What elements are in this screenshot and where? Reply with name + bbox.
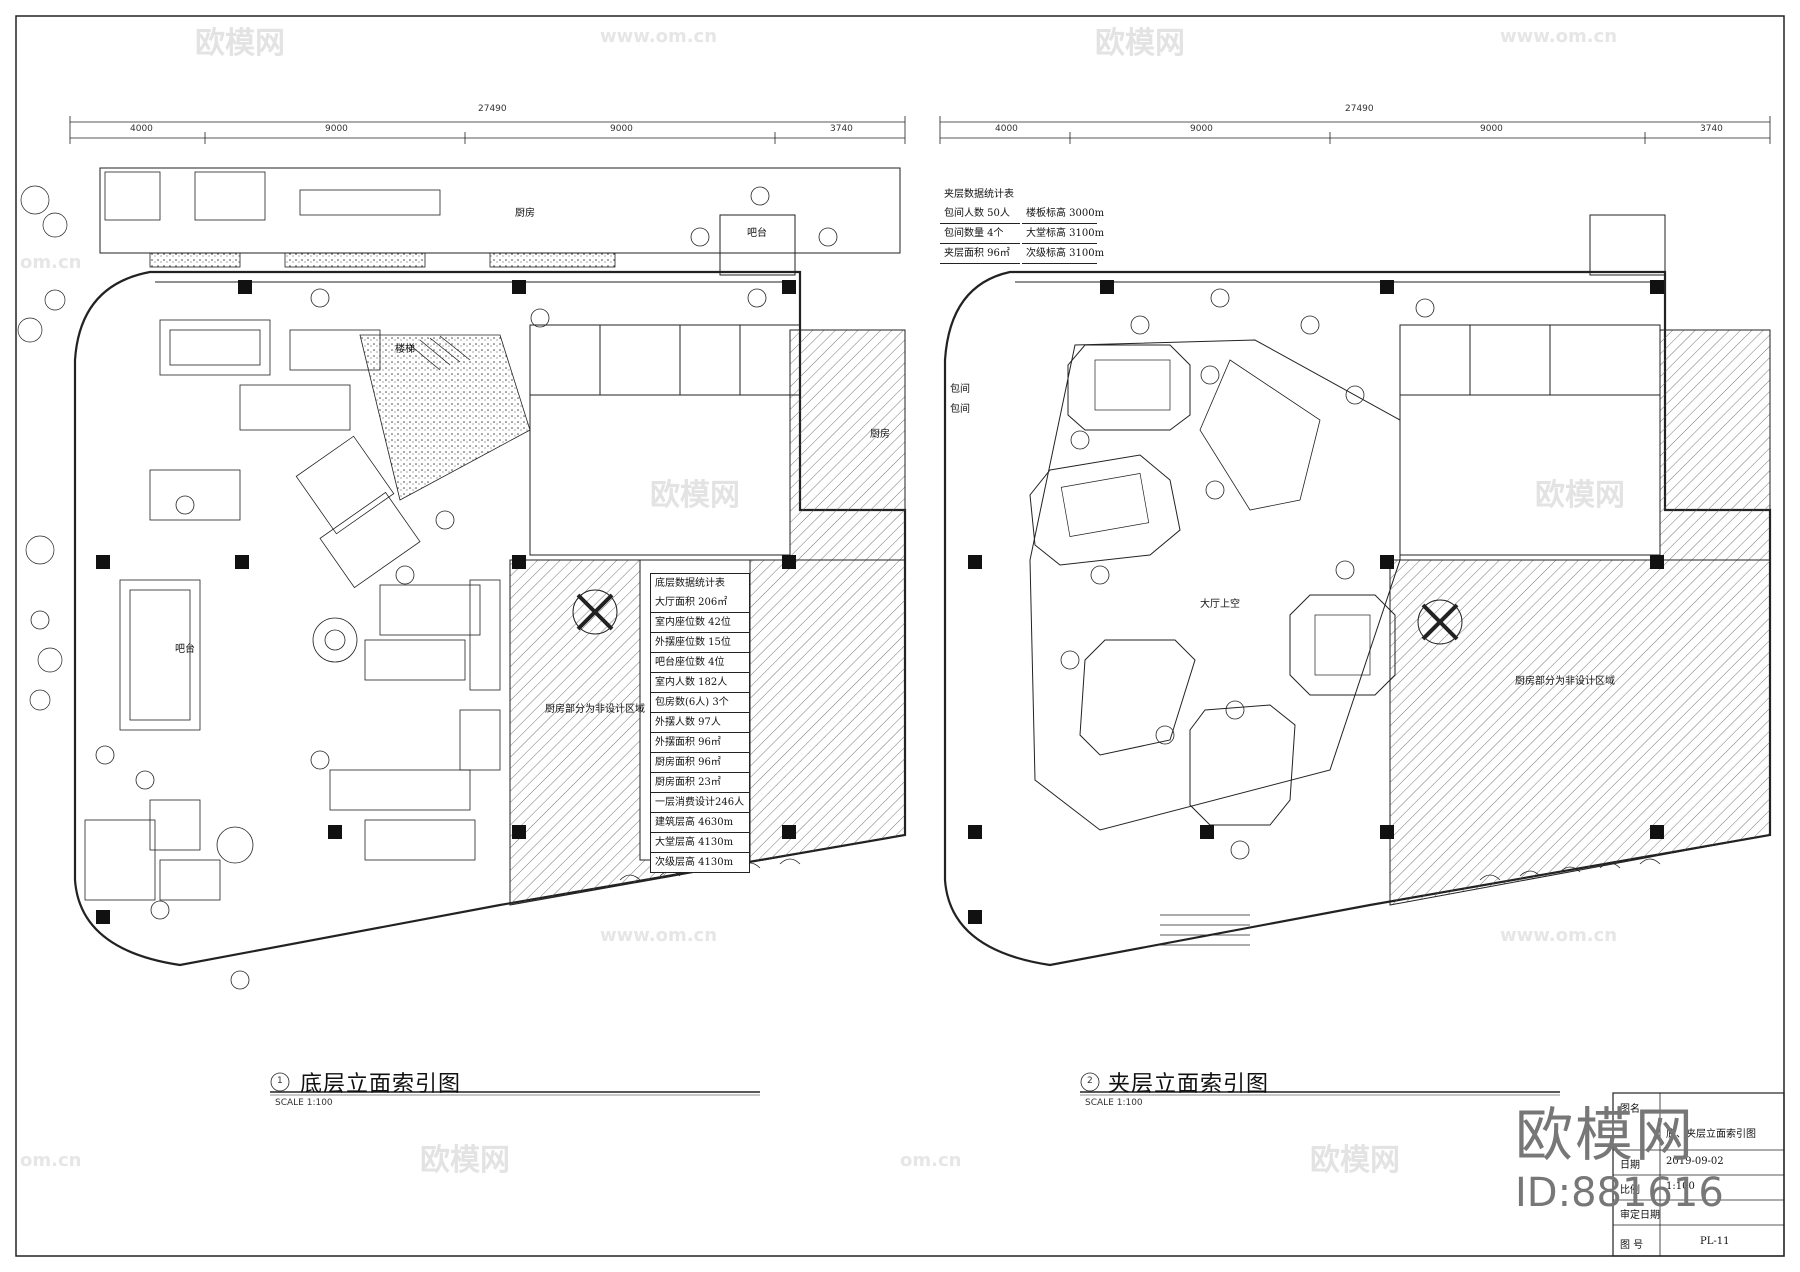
stats-row: 吧台座位数 4位 [651, 653, 749, 673]
tb-project-label: 图名 [1620, 1104, 1640, 1115]
tb-sheet-label: 图 号 [1620, 1240, 1644, 1251]
plan-number-circle-ground [270, 1072, 290, 1092]
tb-scale-value: 1:100 [1666, 1181, 1695, 1192]
watermark-url: www.om.cn [600, 26, 718, 47]
mezzanine-plan [939, 116, 1772, 967]
stats-row: 次级标高 3100m [1022, 244, 1104, 264]
watermark-brand: 欧模网 [1535, 478, 1625, 513]
plan-number-circle-mezz [1080, 1072, 1100, 1092]
stats-row: 次级层高 4130m [655, 857, 734, 868]
mezz-stats-table: 夹层数据统计表 包间人数 50人 包间数量 4个 夹层面积 96㎡ [940, 185, 1020, 264]
stats-row: 外摆人数 97人 [651, 713, 749, 733]
mezz-plan-number: 2 [1087, 1076, 1093, 1086]
room-label: 包间 [950, 384, 970, 395]
mezz-dim-2: 9000 [1190, 124, 1213, 134]
watermark-url: om.cn [900, 1150, 962, 1171]
stats-row: 一层消费设计246人 [651, 793, 749, 813]
mezz-note: 厨房部分为非设计区域 [1515, 676, 1615, 687]
room-label: 厨房 [515, 208, 535, 219]
ground-plan-scale: SCALE 1:100 [275, 1098, 333, 1108]
ground-overall-dim: 27490 [478, 104, 507, 114]
stats-row: 包房数(6人) 3个 [651, 693, 749, 713]
room-label: 大厅上空 [1200, 599, 1240, 610]
watermark-logo: 欧模网 [1515, 1101, 1696, 1169]
compass-rose-ground [572, 589, 618, 635]
mezz-dim-4: 3740 [1700, 124, 1723, 134]
mezz-overall-dim: 27490 [1345, 104, 1374, 114]
ground-stats-table: 底层数据统计表 大厅面积 206㎡ 室内座位数 42位 外摆座位数 15位 吧台… [650, 573, 750, 873]
tb-drawing-name: 底、夹层立面索引图 [1666, 1129, 1756, 1140]
tb-date-label: 日期 [1620, 1160, 1640, 1171]
stats-row: 楼板标高 3000m [1022, 204, 1104, 224]
watermark-brand: 欧模网 [1310, 1143, 1400, 1178]
stats-row: 夹层面积 96㎡ [940, 244, 1020, 264]
stats-row: 室内座位数 42位 [651, 613, 749, 633]
tb-date-value: 2019-09-02 [1666, 1156, 1724, 1167]
stats-row: 厨房面积 96㎡ [651, 753, 749, 773]
stats-row: 大堂层高 4130m [651, 833, 749, 853]
stats-row: 外摆面积 96㎡ [651, 733, 749, 753]
stats-header: 夹层数据统计表 [944, 189, 1014, 200]
title-block-frame [1612, 1092, 1785, 1257]
ground-plan-title: 底层立面索引图 [300, 1072, 462, 1097]
compass-rose-mezzanine [1417, 599, 1463, 645]
ground-dim-4: 3740 [830, 124, 853, 134]
room-label: 厨房 [870, 429, 890, 440]
tb-sheet-value: PL-11 [1700, 1236, 1730, 1247]
ground-dim-1: 4000 [130, 124, 153, 134]
watermark-brand: 欧模网 [420, 1143, 510, 1178]
watermark-url: www.om.cn [1500, 26, 1618, 47]
room-label: 吧台 [747, 228, 767, 239]
watermark-id: ID:881616 [1515, 1170, 1724, 1216]
room-label: 包间 [950, 404, 970, 415]
mezz-plan-title: 夹层立面索引图 [1108, 1072, 1270, 1097]
watermark-url: om.cn [20, 252, 82, 273]
mezz-plan-scale: SCALE 1:100 [1085, 1098, 1143, 1108]
mezz-dim-1: 4000 [995, 124, 1018, 134]
watermark-brand: 欧模网 [1095, 26, 1185, 61]
stats-row: 大厅面积 206㎡ [651, 593, 749, 613]
room-label: 楼梯 [395, 344, 415, 355]
ground-dim-2: 9000 [325, 124, 348, 134]
room-label: 吧台 [175, 644, 195, 655]
tb-review-label: 审定日期 [1620, 1210, 1660, 1221]
watermark-url: www.om.cn [1500, 925, 1618, 946]
stats-row: 包间人数 50人 [940, 204, 1020, 224]
stats-row: 厨房面积 23㎡ [651, 773, 749, 793]
stats-row: 室内人数 182人 [651, 673, 749, 693]
watermark-brand: 欧模网 [195, 26, 285, 61]
ground-plan-number: 1 [277, 1076, 283, 1086]
stats-row: 包间数量 4个 [940, 224, 1020, 244]
mezz-dim-3: 9000 [1480, 124, 1503, 134]
tb-scale-label: 比例 [1620, 1185, 1640, 1196]
stats-row: 建筑层高 4630m [651, 813, 749, 833]
watermark-url: www.om.cn [600, 925, 718, 946]
watermark-brand: 欧模网 [650, 478, 740, 513]
watermark-url: om.cn [20, 1150, 82, 1171]
stats-row: 外摆座位数 15位 [651, 633, 749, 653]
ground-note: 厨房部分为非设计区域 [545, 704, 645, 715]
mezz-height-table: 楼板标高 3000m 大堂标高 3100m 次级标高 3100m [1022, 204, 1104, 264]
stats-row: 大堂标高 3100m [1022, 224, 1104, 244]
ground-floor-plan [17, 116, 907, 990]
sheet-border [15, 15, 1785, 1257]
stats-header: 底层数据统计表 [655, 578, 725, 589]
ground-dim-3: 9000 [610, 124, 633, 134]
